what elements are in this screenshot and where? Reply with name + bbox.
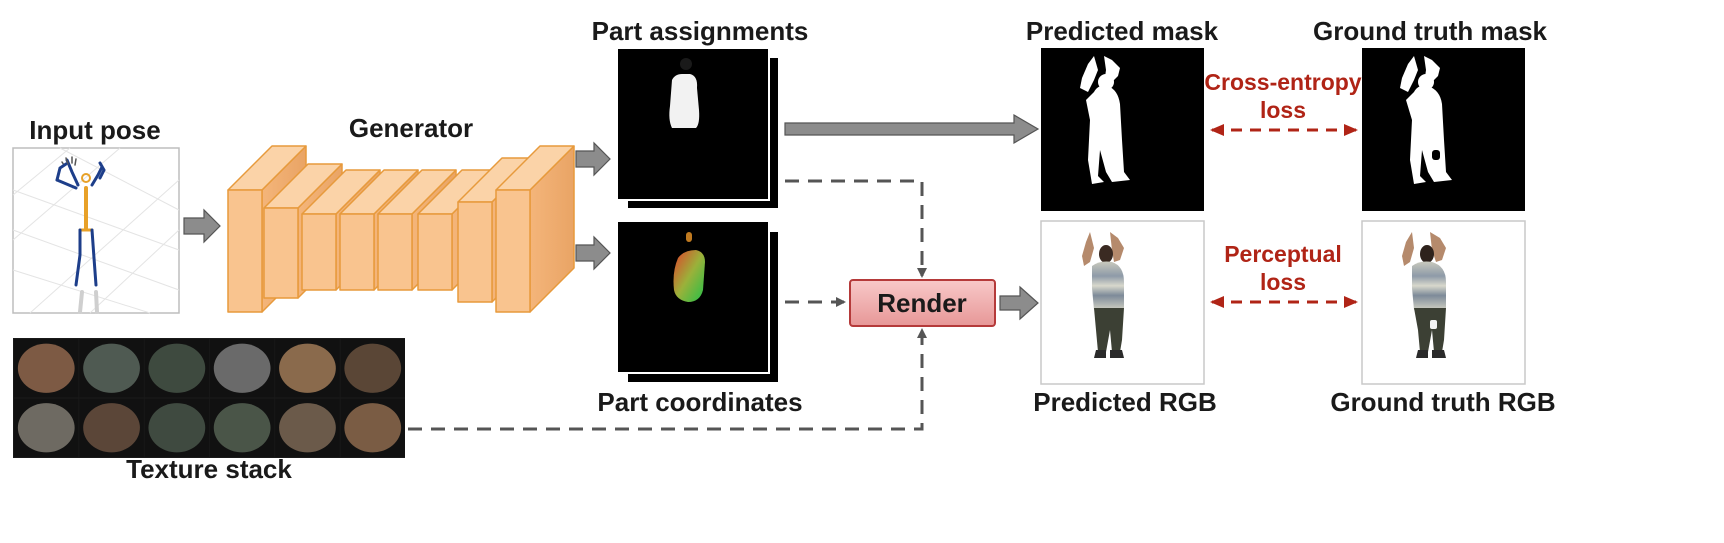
texture-patch	[148, 403, 206, 453]
part-assignments-stack	[616, 47, 780, 210]
gt-person-photo-icon	[1402, 232, 1446, 358]
texture-patch	[148, 343, 206, 393]
arrow-generator-to-part-coordinates	[575, 235, 611, 271]
texture-patch	[17, 403, 75, 453]
pose-skeleton-icon	[55, 156, 106, 314]
arrow-render-to-predicted-rgb	[999, 285, 1039, 321]
generator-layer	[377, 213, 413, 291]
mask-silhouette-icon	[1080, 56, 1130, 184]
predicted-rgb-label: Predicted RGB	[1033, 387, 1217, 417]
texture-stack-label: Texture stack	[126, 454, 292, 484]
generator-layer	[301, 213, 337, 291]
ground-truth-mask-panel	[1362, 48, 1525, 211]
input-pose-label: Input pose	[29, 115, 160, 145]
torso-mask-icon	[669, 58, 700, 128]
texture-patch	[344, 343, 402, 393]
texture-patch	[279, 343, 336, 393]
ground-truth-mask-label: Ground truth mask	[1313, 16, 1548, 46]
generator-layer	[417, 213, 453, 291]
arrow-generator-to-part-assignments	[575, 141, 611, 177]
part-assignments-label: Part assignments	[592, 16, 809, 46]
texture-patch	[213, 343, 271, 393]
generator-network	[227, 145, 575, 313]
generator-label: Generator	[349, 113, 473, 143]
arrow-part-assignments-to-predicted-mask	[784, 113, 1040, 145]
texture-patch	[83, 403, 140, 453]
dashed-texture-to-render	[408, 328, 927, 431]
perceptual-loss-label-line2: loss	[1260, 269, 1306, 295]
person-photo-icon	[1082, 232, 1124, 358]
coordinate-map-icon	[673, 250, 705, 302]
part-coordinates-stack	[616, 220, 780, 384]
texture-patch	[83, 343, 140, 393]
texture-patch	[279, 403, 336, 453]
generator-layer	[227, 189, 263, 313]
cross-entropy-loss-label-line1: Cross-entropy	[1204, 69, 1361, 95]
cross-entropy-loss-label-line2: loss	[1260, 97, 1306, 123]
gt-mask-silhouette-icon	[1400, 56, 1452, 184]
generator-layer	[457, 201, 493, 303]
arrow-input-to-generator	[183, 208, 221, 244]
input-pose-panel	[12, 147, 180, 314]
texture-patch	[17, 343, 75, 393]
dashed-part-assignments-to-render	[785, 179, 927, 278]
predicted-rgb-panel	[1040, 220, 1205, 385]
floor-grid	[12, 147, 180, 314]
generator-layer	[495, 189, 531, 313]
predicted-mask-label: Predicted mask	[1026, 16, 1219, 46]
ground-truth-rgb-label: Ground truth RGB	[1330, 387, 1555, 417]
render-block: Render	[849, 279, 996, 327]
ground-truth-rgb-panel	[1361, 220, 1526, 385]
perceptual-loss-label-line1: Perceptual	[1224, 241, 1342, 267]
render-label: Render	[877, 288, 967, 318]
predicted-mask-panel	[1041, 48, 1204, 211]
texture-stack-grid	[13, 338, 405, 458]
texture-patch	[213, 403, 271, 453]
generator-layer	[339, 213, 375, 291]
generator-layer	[263, 207, 299, 299]
part-coordinates-label: Part coordinates	[597, 387, 802, 417]
texture-patch	[344, 403, 402, 453]
